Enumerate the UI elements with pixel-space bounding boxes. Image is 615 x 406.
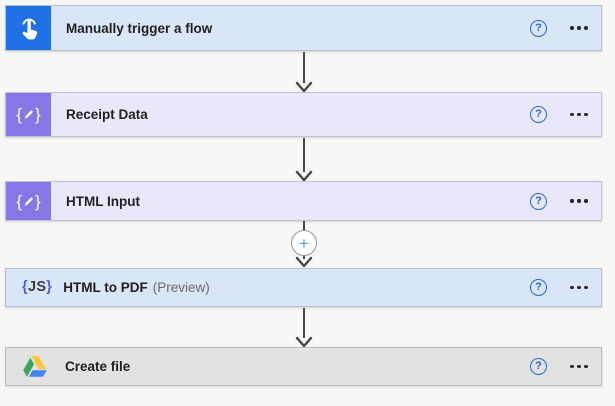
compose-braces-pencil-icon: {} xyxy=(6,93,51,136)
help-icon[interactable]: ? xyxy=(530,358,547,375)
help-icon[interactable]: ? xyxy=(530,19,547,37)
connector-arrow-4 xyxy=(292,308,316,347)
step-card-html-input[interactable]: {} HTML Input ? xyxy=(5,181,602,221)
connector-arrow-3 xyxy=(292,221,316,267)
step-title: Manually trigger a flow xyxy=(66,20,213,36)
compose-braces-pencil-icon: {} xyxy=(6,182,51,220)
step-card-manually-trigger-a-flow[interactable]: Manually trigger a flow ? xyxy=(5,5,602,51)
more-actions-icon[interactable] xyxy=(570,19,588,37)
step-title: HTML Input xyxy=(66,193,140,209)
step-title: HTML to PDF(Preview) xyxy=(63,280,210,295)
more-actions-icon[interactable] xyxy=(570,358,588,376)
preview-tag: (Preview) xyxy=(152,280,210,295)
hand-tap-icon xyxy=(6,6,51,50)
help-icon[interactable]: ? xyxy=(530,279,547,296)
connector-arrow-2 xyxy=(292,138,316,181)
more-actions-icon[interactable] xyxy=(570,279,588,297)
js-braces-icon: {JS} xyxy=(22,279,53,296)
step-card-create-file[interactable]: Create file ? xyxy=(5,347,602,386)
insert-step-button[interactable]: + xyxy=(291,230,317,256)
help-icon[interactable]: ? xyxy=(530,192,547,210)
step-card-html-to-pdf[interactable]: {JS} HTML to PDF(Preview) ? xyxy=(5,268,602,307)
step-title: Create file xyxy=(65,359,131,374)
connector-arrow-1 xyxy=(292,52,316,92)
more-actions-icon[interactable] xyxy=(570,192,588,210)
step-card-receipt-data[interactable]: {} Receipt Data ? xyxy=(5,92,602,137)
google-drive-icon xyxy=(21,354,49,380)
step-title: Receipt Data xyxy=(66,107,148,122)
more-actions-icon[interactable] xyxy=(570,106,588,124)
help-icon[interactable]: ? xyxy=(530,106,547,123)
